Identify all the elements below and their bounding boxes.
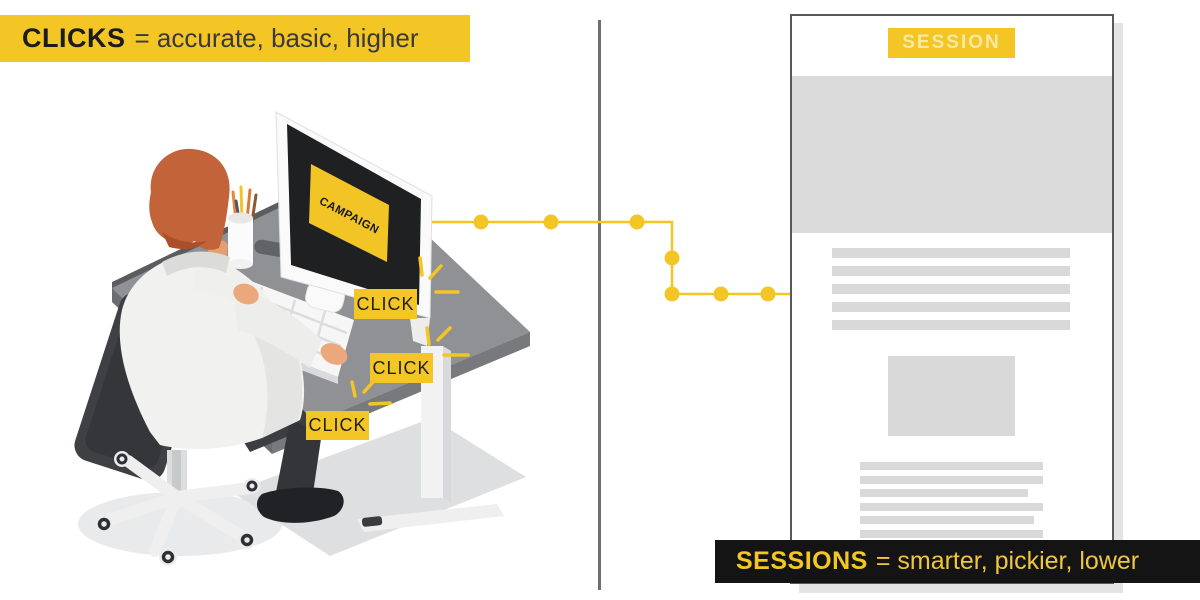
divider-line: [598, 20, 601, 590]
clicks-banner-term: CLICKS: [22, 23, 126, 53]
pencil-cup: [228, 185, 258, 269]
person-right-arm: [232, 288, 322, 368]
text-line-placeholder: [832, 284, 1070, 294]
cup-rim: [228, 212, 253, 224]
click-burst: [418, 256, 460, 294]
sessions-banner-term: SESSIONS: [736, 547, 868, 575]
text-line-placeholder: [832, 302, 1070, 312]
chair-wheels: [95, 451, 260, 566]
person-right-hand: [320, 343, 348, 365]
session-badge: SESSION: [888, 28, 1015, 58]
campaign-ad-block: [309, 164, 389, 262]
text-line-placeholder: [860, 462, 1043, 470]
connector-dot: [543, 214, 559, 230]
cup-bottom: [228, 259, 253, 269]
cup-body: [228, 218, 253, 264]
click-burst: [425, 326, 470, 357]
monitor: CAMPAIGN: [275, 111, 433, 346]
person-collar: [162, 251, 230, 276]
text-line-placeholder: [860, 516, 1034, 524]
clicks-banner-description: = accurate, basic, higher: [134, 23, 419, 53]
text-line-placeholder: [832, 320, 1070, 330]
desk-foot: [357, 504, 504, 532]
click-label-1: CLICK: [354, 289, 417, 319]
person-shoe: [256, 487, 344, 523]
clicks-banner: CLICKS = accurate, basic, higher: [0, 15, 470, 62]
person-hair: [149, 148, 230, 250]
person-shin: [276, 420, 322, 500]
image-placeholder: [888, 356, 1015, 436]
connector-dot: [629, 214, 645, 230]
connector-dot: [664, 250, 680, 266]
click-bursts: [350, 256, 470, 406]
text-line-placeholder: [832, 266, 1070, 276]
click-label-2: CLICK: [370, 353, 433, 383]
text-line-placeholder: [860, 503, 1043, 511]
text-line-placeholder: [860, 489, 1028, 497]
chair-post-shade: [172, 450, 181, 500]
desk-leg: [421, 346, 443, 498]
click-label-3: CLICK: [306, 411, 369, 440]
connector-dot: [473, 214, 489, 230]
person-hair-shade: [162, 232, 207, 249]
connector-path: [432, 214, 790, 302]
connector-dot: [713, 286, 729, 302]
connector-dot: [760, 286, 776, 302]
person-torso-shade: [252, 330, 303, 438]
monitor-stand: [410, 318, 430, 346]
session-page-mockup: SESSION: [790, 14, 1114, 584]
desk-foot-notch: [361, 516, 383, 527]
connector-dot: [664, 286, 680, 302]
sessions-banner-description: = smarter, pickier, lower: [875, 547, 1140, 575]
person: [119, 148, 348, 523]
person-left-hand: [233, 283, 259, 305]
text-line-placeholder: [860, 530, 1043, 538]
chair-star-base: [100, 455, 256, 557]
desk-leg-shade: [443, 346, 451, 502]
hero-image-placeholder: [792, 76, 1112, 233]
text-line-placeholder: [860, 476, 1043, 484]
text-line-placeholder: [832, 248, 1070, 258]
sessions-banner: SESSIONS = smarter, pickier, lower: [715, 540, 1200, 583]
